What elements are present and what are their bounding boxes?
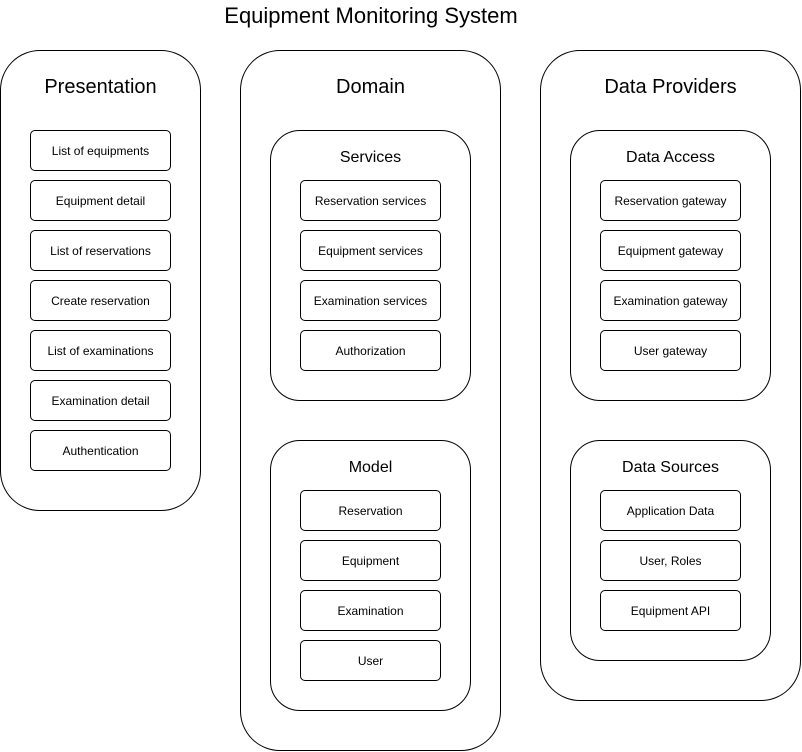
- data-access-title: Data Access: [626, 149, 715, 166]
- presentation-item-create-reservation: Create reservation: [30, 280, 171, 321]
- presentation-title: Presentation: [44, 76, 157, 98]
- model-item-reservation: Reservation: [300, 490, 441, 531]
- model-item-examination: Examination: [300, 590, 441, 631]
- services-item-authorization: Authorization: [300, 330, 441, 371]
- data-sources-title: Data Sources: [622, 459, 719, 476]
- data-access-group: Data Access Reservation gateway Equipmen…: [570, 130, 771, 401]
- model-group: Model Reservation Equipment Examination …: [270, 440, 471, 711]
- model-item-equipment: Equipment: [300, 540, 441, 581]
- presentation-item-examination-detail: Examination detail: [30, 380, 171, 421]
- data-sources-item-equipment-api: Equipment API: [600, 590, 741, 631]
- data-providers-title: Data Providers: [604, 76, 737, 98]
- presentation-item-equipment-detail: Equipment detail: [30, 180, 171, 221]
- presentation-item-list-of-examinations: List of examinations: [30, 330, 171, 371]
- data-sources-item-user-roles: User, Roles: [600, 540, 741, 581]
- data-access-item-examination-gateway: Examination gateway: [600, 280, 741, 321]
- presentation-item-authentication: Authentication: [30, 430, 171, 471]
- data-providers-panel: Data Providers Data Access Reservation g…: [540, 50, 801, 701]
- services-item-examination-services: Examination services: [300, 280, 441, 321]
- diagram-title: Equipment Monitoring System: [224, 3, 518, 28]
- data-access-item-user-gateway: User gateway: [600, 330, 741, 371]
- data-access-item-reservation-gateway: Reservation gateway: [600, 180, 741, 221]
- model-item-user: User: [300, 640, 441, 681]
- data-access-item-equipment-gateway: Equipment gateway: [600, 230, 741, 271]
- data-sources-item-application-data: Application Data: [600, 490, 741, 531]
- model-title: Model: [348, 459, 393, 476]
- domain-title: Domain: [336, 76, 405, 98]
- domain-panel: Domain Services Reservation services Equ…: [240, 50, 501, 751]
- data-sources-group: Data Sources Application Data User, Role…: [570, 440, 771, 661]
- presentation-item-list-of-reservations: List of reservations: [30, 230, 171, 271]
- services-item-reservation-services: Reservation services: [300, 180, 441, 221]
- services-title: Services: [339, 149, 402, 166]
- presentation-item-list-of-equipments: List of equipments: [30, 130, 171, 171]
- services-item-equipment-services: Equipment services: [300, 230, 441, 271]
- services-group: Services Reservation services Equipment …: [270, 130, 471, 401]
- presentation-panel: Presentation List of equipments Equipmen…: [0, 50, 201, 511]
